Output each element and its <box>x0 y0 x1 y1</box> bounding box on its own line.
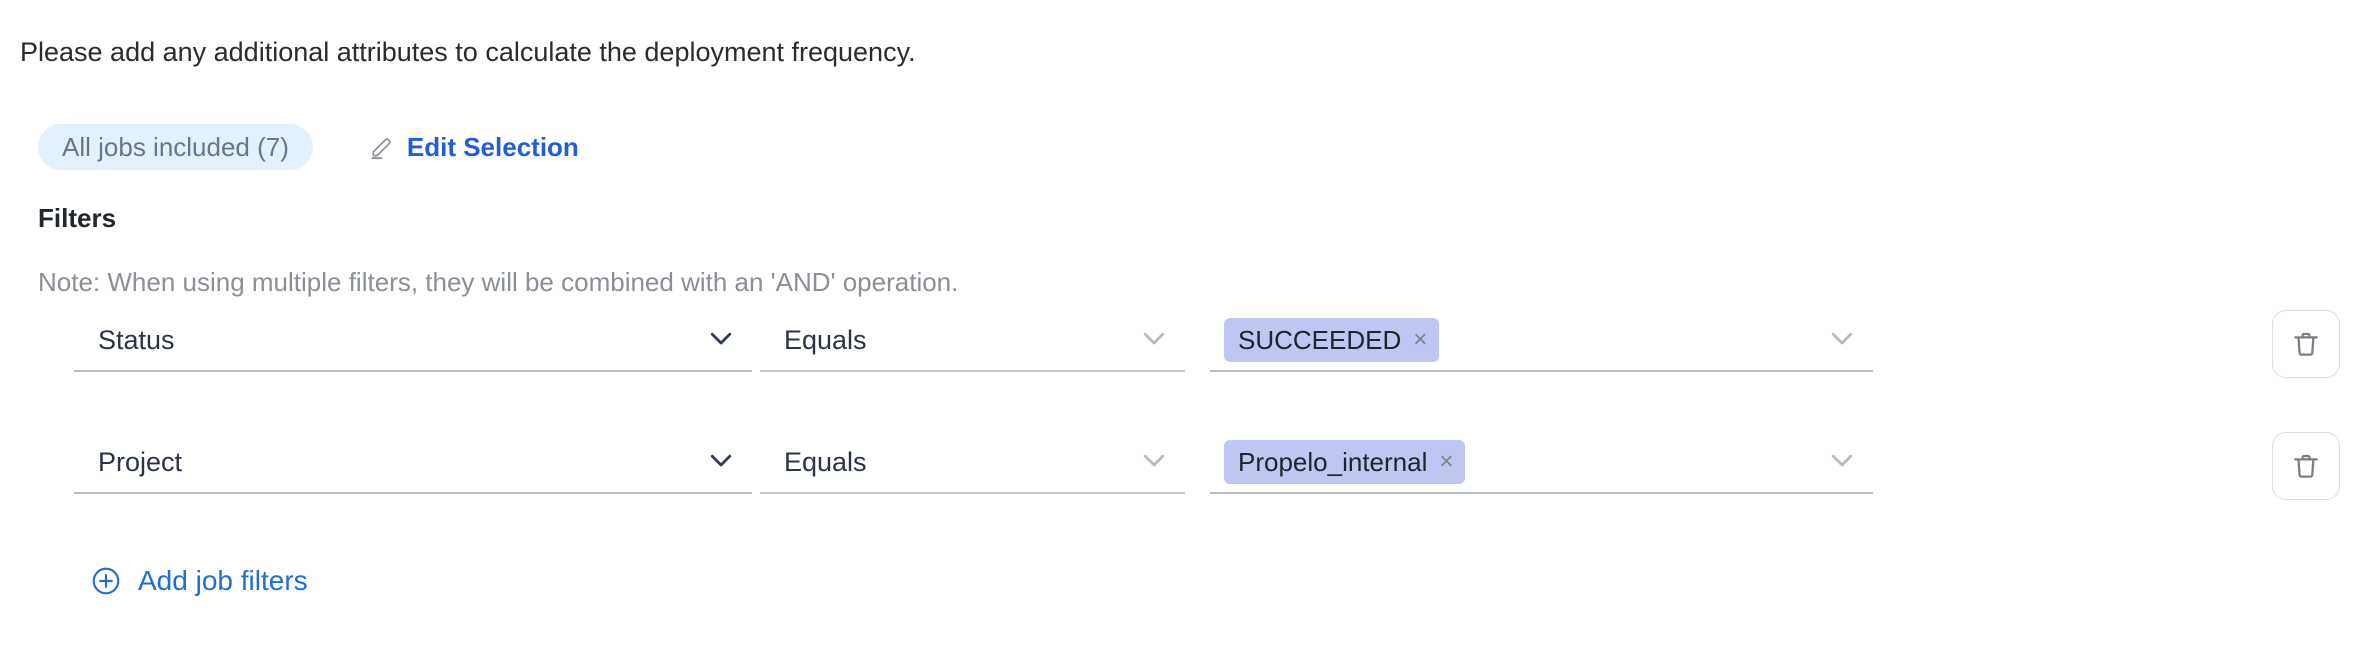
close-icon[interactable]: × <box>1439 448 1454 475</box>
filters-note: Note: When using multiple filters, they … <box>38 267 959 297</box>
trash-icon <box>2290 328 2322 360</box>
pencil-icon <box>369 134 395 160</box>
filter-value-select[interactable]: SUCCEEDED × <box>1210 310 1873 372</box>
filter-operator-select[interactable]: Equals <box>760 432 1185 494</box>
filter-value-select[interactable]: Propelo_internal × <box>1210 432 1873 494</box>
filter-operator-value: Equals <box>784 324 867 355</box>
filters-heading: Filters <box>38 203 117 233</box>
delete-filter-button[interactable] <box>2272 310 2340 378</box>
plus-circle-icon <box>90 565 122 597</box>
close-icon[interactable]: × <box>1413 326 1428 353</box>
chevron-down-icon <box>706 323 746 358</box>
chevron-down-icon <box>1139 445 1179 480</box>
trash-icon <box>2290 450 2322 482</box>
chevron-down-icon <box>1139 323 1179 358</box>
add-job-filters-label: Add job filters <box>138 565 308 596</box>
filter-operator-value: Equals <box>784 446 867 477</box>
delete-filter-button[interactable] <box>2272 432 2340 500</box>
filter-attribute-value: Status <box>98 324 175 355</box>
all-jobs-included-badge[interactable]: All jobs included (7) <box>38 124 313 170</box>
add-job-filters-button[interactable]: Add job filters <box>90 565 308 597</box>
filter-value-chip-label: Propelo_internal <box>1238 446 1428 477</box>
filter-row: Project Equals Propelo_internal × <box>0 432 2376 512</box>
chevron-down-icon <box>706 445 746 480</box>
filter-row: Status Equals SUCCEEDED × <box>0 310 2376 390</box>
filter-attribute-value: Project <box>98 446 183 477</box>
filter-value-chip[interactable]: Propelo_internal × <box>1224 440 1466 484</box>
intro-text: Please add any additional attributes to … <box>20 37 916 67</box>
job-selection-row: All jobs included (7) Edit Selection <box>38 124 579 170</box>
chevron-down-icon <box>1827 323 1867 358</box>
filter-value-chip[interactable]: SUCCEEDED × <box>1224 318 1440 362</box>
filter-value-chip-label: SUCCEEDED <box>1238 324 1402 355</box>
edit-selection-label: Edit Selection <box>406 131 579 162</box>
chevron-down-icon <box>1827 445 1867 480</box>
edit-selection-button[interactable]: Edit Selection <box>369 132 579 163</box>
filter-operator-select[interactable]: Equals <box>760 310 1185 372</box>
filter-attribute-select[interactable]: Project <box>74 432 752 494</box>
filter-attribute-select[interactable]: Status <box>74 310 752 372</box>
